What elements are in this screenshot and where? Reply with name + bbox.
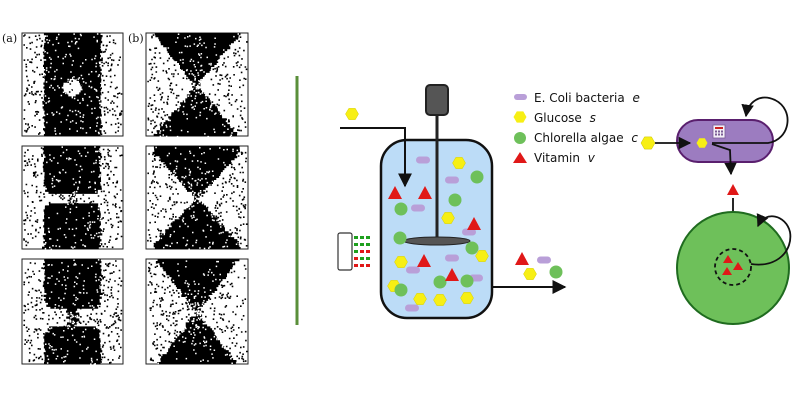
algae-growth-loop-arrow xyxy=(750,213,792,266)
legend-item-ecoli: E. Coli bacteria e xyxy=(514,91,640,105)
legend-vitamin-label: Vitamin xyxy=(534,151,580,165)
cell-interaction-diagram xyxy=(640,96,792,325)
legend-item-glucose: Glucose s xyxy=(513,111,596,125)
reactor-particles xyxy=(345,108,563,312)
algae-particle xyxy=(393,231,407,245)
algae-particle xyxy=(460,274,474,288)
inlet-arrow xyxy=(340,127,412,188)
algae-cell xyxy=(676,211,790,325)
pattern-panel xyxy=(21,32,124,137)
stirrer-impeller xyxy=(403,236,471,246)
pattern-panels xyxy=(21,32,249,366)
pattern-panel xyxy=(145,32,249,138)
algae-particle xyxy=(448,193,462,207)
panel-a-label: (a) xyxy=(2,32,17,45)
ecoli-symbol-icon xyxy=(514,94,527,100)
ecoli-particle xyxy=(537,256,551,264)
legend-glucose-label: Glucose xyxy=(534,111,582,125)
glucose-symbol-icon xyxy=(513,111,527,123)
algae-particle xyxy=(433,275,447,289)
vitamin-particle xyxy=(417,254,431,267)
ecoli-organelle-icon xyxy=(712,124,726,139)
pattern-panel xyxy=(21,258,124,366)
glucose-particle xyxy=(441,212,455,224)
glucose-icon xyxy=(640,136,656,150)
algae-particle xyxy=(470,170,484,184)
glucose-particle xyxy=(475,250,489,262)
algae-particle xyxy=(394,202,408,216)
vitamin-inside-icon xyxy=(723,255,733,263)
glucose-particle xyxy=(460,292,474,304)
vitamin-inside-icon xyxy=(733,262,743,270)
legend-algae-var: c xyxy=(631,131,638,145)
svg-text:Vitamin v: Vitamin v xyxy=(534,151,596,165)
svg-text:Chlorella algae c: Chlorella algae c xyxy=(534,131,638,145)
glucose-particle xyxy=(345,108,359,120)
ecoli-particle xyxy=(411,204,425,212)
algae-symbol-icon xyxy=(514,132,526,144)
glucose-particle xyxy=(523,268,537,280)
legend-item-algae: Chlorella algae c xyxy=(514,131,638,145)
glucose-inside-icon xyxy=(696,138,708,148)
legend-glucose-var: s xyxy=(590,111,596,125)
vitamin-symbol-icon xyxy=(513,152,527,163)
vitamin-particle xyxy=(445,268,459,281)
vitamin-particle xyxy=(418,186,432,199)
pattern-panel xyxy=(145,145,249,250)
algae-vitamin-pool xyxy=(714,248,752,286)
pattern-panel xyxy=(21,145,124,251)
legend-vitamin-var: v xyxy=(588,151,596,165)
glucose-particle xyxy=(452,157,466,169)
vitamin-particle xyxy=(515,252,529,265)
glucose-particle xyxy=(394,256,408,268)
vitamin-particle xyxy=(467,217,481,230)
ecoli-particle xyxy=(462,228,476,236)
ecoli-particle xyxy=(416,156,430,164)
svg-text:E. Coli bacteria e: E. Coli bacteria e xyxy=(534,91,640,105)
vitamin-inside-icon xyxy=(722,267,732,275)
legend-algae-label: Chlorella algae xyxy=(534,131,624,145)
algae-particle xyxy=(465,241,479,255)
ecoli-particle xyxy=(445,254,459,262)
motor xyxy=(425,84,449,116)
svg-text:Glucose s: Glucose s xyxy=(534,111,596,125)
algae-particle xyxy=(394,283,408,297)
glucose-particle xyxy=(433,294,447,306)
legend-item-vitamin: Vitamin v xyxy=(513,151,596,165)
bioreactor-diagram xyxy=(337,84,567,320)
vitamin-icon xyxy=(727,184,739,195)
ecoli-particle xyxy=(406,266,420,274)
legend-ecoli-label: E. Coli bacteria xyxy=(534,91,625,105)
ecoli-particle xyxy=(445,176,459,184)
ecoli-growth-loop-arrow xyxy=(712,96,789,144)
sensor-device xyxy=(337,232,370,271)
legend: E. Coli bacteria e Glucose s Chlorella a… xyxy=(513,91,640,165)
vitamin-particle xyxy=(388,186,402,199)
algae-particle xyxy=(549,265,563,279)
ecoli-particle xyxy=(405,304,419,312)
legend-ecoli-var: e xyxy=(633,91,640,105)
pattern-panel xyxy=(145,258,249,365)
vitamin-secretion-arrow xyxy=(711,143,737,176)
glucose-particle xyxy=(413,293,427,305)
panel-b-label: (b) xyxy=(128,32,144,45)
